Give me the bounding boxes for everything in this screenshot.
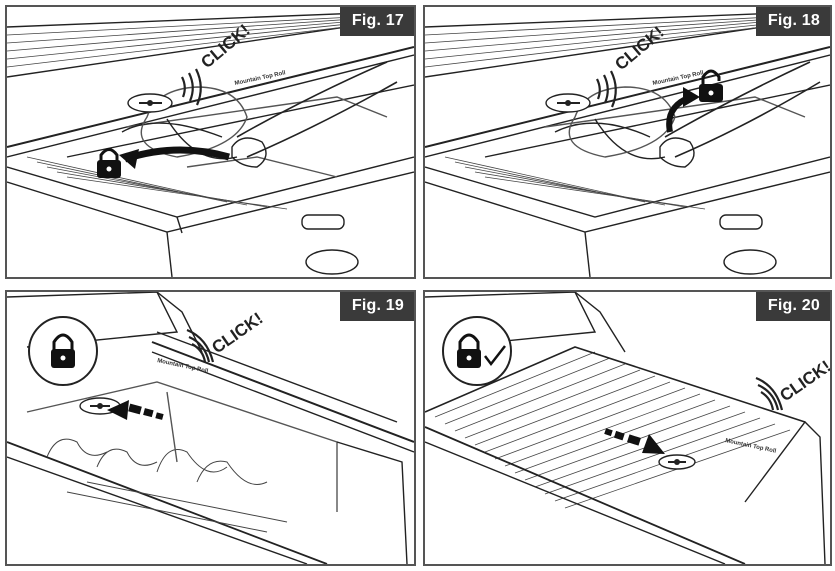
brand-text: Mountain Top Roll: [725, 438, 777, 455]
dashed-arrow-icon: [107, 400, 164, 420]
hand-icon: [659, 137, 695, 168]
padlock-icon: [699, 69, 723, 102]
click-text: CLICK!: [776, 357, 830, 406]
lock-plate: [545, 93, 591, 113]
padlock-icon: [442, 316, 512, 386]
figure-18-illustration: CLICK! Mountain Top Roll: [425, 11, 830, 277]
figure-19-label: Fig. 19: [339, 292, 414, 321]
lock-plate: [127, 93, 173, 113]
hand-icon: [231, 137, 267, 168]
figure-19-panel: CLICK! Mountain Top Roll Fig. 19: [5, 290, 416, 566]
padlock-icon: [28, 316, 98, 386]
figure-18-label: Fig. 18: [755, 7, 830, 36]
curved-arrow-icon: [666, 87, 700, 133]
figure-18-panel: CLICK! Mountain Top Roll Fig. 18: [423, 5, 832, 279]
click-waves: [596, 70, 617, 108]
padlock-icon: [97, 148, 121, 178]
dashed-arrow-icon: [604, 428, 665, 454]
figure-20-label: Fig. 20: [755, 292, 830, 321]
figure-20-illustration: CLICK! Mountain Top Roll: [425, 292, 830, 564]
curved-arrow-icon: [119, 146, 230, 169]
figure-20-panel: CLICK! Mountain Top Roll Fig. 20: [423, 290, 832, 566]
click-text: CLICK!: [208, 309, 266, 358]
click-waves: [186, 328, 215, 363]
figure-19-illustration: CLICK! Mountain Top Roll: [7, 292, 414, 564]
figure-17-label: Fig. 17: [339, 7, 414, 36]
figure-17-panel: CLICK! Mountain Top Roll Fig. 17: [5, 5, 416, 279]
click-waves: [181, 68, 202, 106]
lock-plate: [658, 454, 696, 470]
figure-17-illustration: CLICK! Mountain Top Roll: [7, 11, 414, 277]
checkmark-icon: [484, 345, 506, 367]
click-waves: [755, 376, 784, 411]
